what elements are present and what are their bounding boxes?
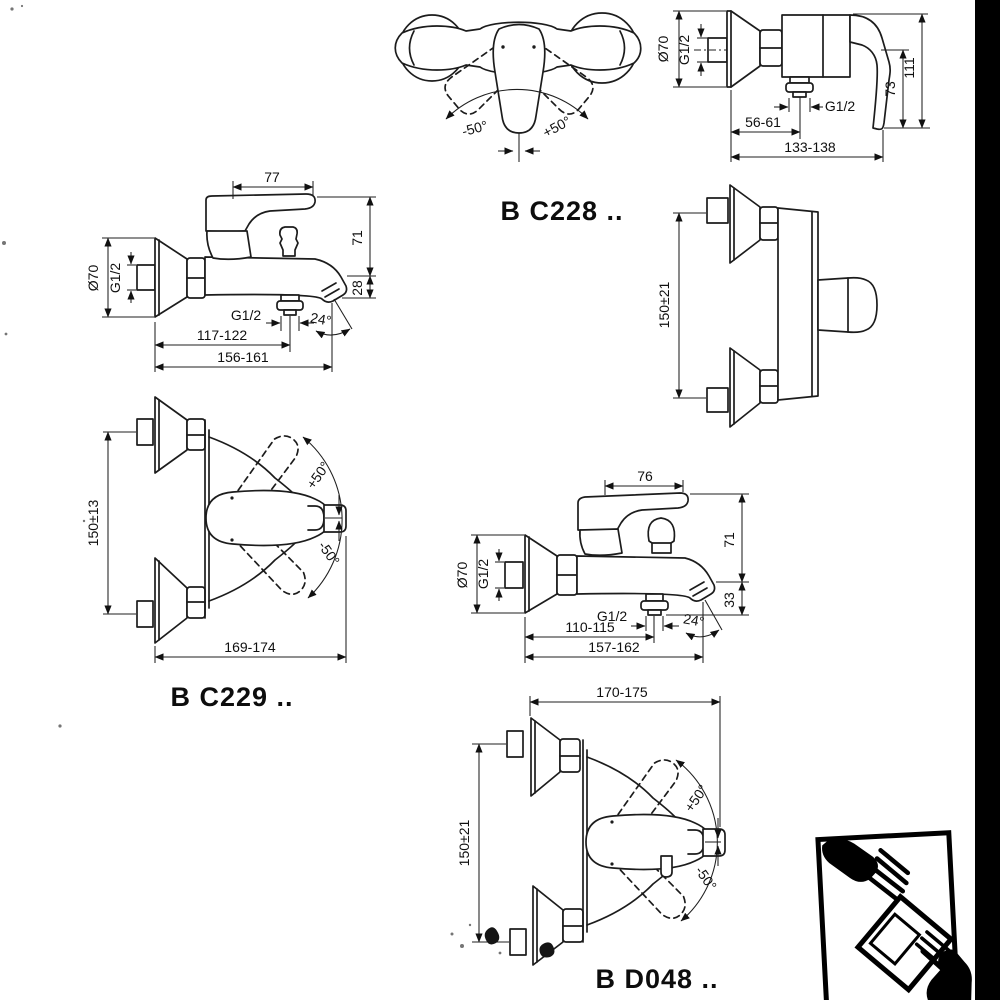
d048-outlet-thread-dim: G1/2 [597,608,628,624]
d048-side-dims: 76 Ø70 G1/2 G1/2 110-115 157-162 24° [454,468,749,663]
c228-front-part [706,184,878,428]
d048-inlet-centers-dim: 150±21 [456,819,472,866]
c228-top-part [394,12,642,134]
d048-handle-length-dim: 76 [637,468,653,484]
d048-side-part [504,492,716,616]
c229-top-dims: +50° -50° 150±13 169-174 [85,431,347,663]
instruction-leaflet-icon [854,893,955,994]
c228-side-part [707,10,891,131]
c229-model-label: B C229 .. [170,682,293,712]
c228-total-depth-dim: 133-138 [784,139,836,155]
c228-handle-ghost-right [444,42,521,115]
c229-side-view: 77 Ø70 G1/2 G1/2 117-122 156-161 24° [85,169,376,372]
d048-spout-drop-dim: 33 [721,592,737,608]
c229-handle-length-dim: 77 [264,169,280,185]
d048-inlet-thread-dim: G1/2 [475,559,491,590]
d048-dia-dim: Ø70 [454,562,470,589]
c229-inlet-thread-dim: G1/2 [107,263,123,294]
c228-outlet-thread-dim: G1/2 [825,98,856,114]
c228-inlet-centers-dim: 150±21 [656,281,672,328]
d048-angle-down-dim: -50° [692,863,720,893]
c228-front-dims: 150±21 [656,212,706,399]
holding-hand-icon [920,948,972,1000]
c228-side-view: Ø70 G1/2 G1/2 56-61 133-138 73 111 [655,10,930,162]
c229-angle-up-dim: +50° [303,459,333,492]
d048-angle-up-dim: +50° [681,782,711,815]
c229-top-view: +50° -50° 150±13 169-174 [85,396,347,663]
c228-angle-right: +50° [540,113,573,141]
c229-angle-down-dim: -50° [315,538,343,568]
c229-spout-drop-dim: 28 [349,280,365,296]
c228-wall-to-outlet-dim: 56-61 [745,114,781,130]
d048-top-part [506,717,726,966]
scan-edge-band [975,0,1000,1000]
c229-spout-angle-dim: 24° [309,309,333,328]
c229-side-dims: 77 Ø70 G1/2 G1/2 117-122 156-161 24° [85,169,376,372]
c229-outlet-thread-dim: G1/2 [231,307,262,323]
d048-side-view: 76 Ø70 G1/2 G1/2 110-115 157-162 24° [454,468,749,663]
c228-dia-dim: Ø70 [655,36,671,63]
ink-smudges [484,927,555,958]
d048-total-depth-dim: 157-162 [588,639,640,655]
d048-total-width-dim: 170-175 [596,684,648,700]
c229-top-part [136,396,347,644]
c228-inlet-thread-dim: G1/2 [676,35,692,66]
d048-spout-angle-dim: 24° [682,610,706,629]
c228-angle-left: -50° [460,117,489,139]
c228-model-label: B C228 .. [500,196,623,226]
c229-dia-dim: Ø70 [85,265,101,292]
c228-front-view: 150±21 [656,184,878,428]
c228-total-height-dim: 111 [901,57,917,78]
c228-top-view: -50° +50° [394,12,642,162]
c229-side-part [136,193,348,318]
c229-height-dim: 71 [349,230,365,246]
scan-specks [2,4,502,955]
c229-inlet-centers-dim: 150±13 [85,499,101,546]
d048-wall-to-outlet-dim: 110-115 [565,619,615,635]
d048-model-label: B D048 .. [595,964,718,994]
open-hand-icon [822,838,911,902]
hand-with-instruction-leaflet-icon [815,830,972,1000]
d048-top-view: 170-175 +50° -50° 150±21 [456,684,726,966]
c229-wall-to-outlet-dim: 117-122 [197,327,248,343]
d048-top-dims: 170-175 +50° -50° 150±21 [456,684,722,943]
c229-total-depth-dim: 156-161 [217,349,269,365]
c228-outlet-height-dim: 73 [882,81,898,97]
c228-side-dims: Ø70 G1/2 G1/2 56-61 133-138 73 111 [655,10,930,162]
c229-total-width-dim: 169-174 [224,639,276,655]
d048-height-dim: 71 [721,532,737,548]
